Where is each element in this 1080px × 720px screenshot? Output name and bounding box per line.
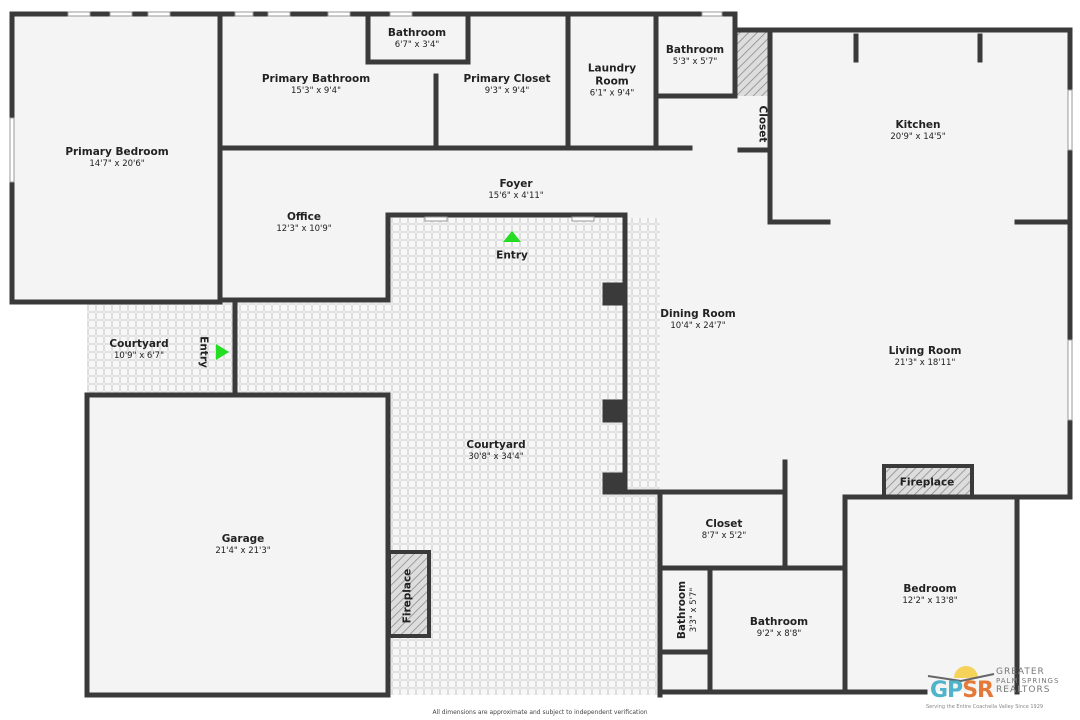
walls	[9, 11, 1073, 698]
entry-label-side: Entry	[197, 336, 210, 368]
windows	[9, 11, 1073, 421]
disclaimer: All dimensions are approximate and subje…	[432, 709, 648, 716]
fireplace-living-hatch	[882, 464, 974, 499]
logo-tagline: Serving the Entire Coachella Valley Sinc…	[926, 704, 1044, 710]
chimney-hatch	[737, 32, 770, 96]
logo-mark: GPSR	[930, 678, 994, 703]
fireplace-label-courtyard: Fireplace	[401, 568, 414, 624]
entry-label-main: Entry	[496, 249, 528, 262]
entry-marker-side	[216, 344, 229, 360]
entry-marker-main	[503, 231, 521, 242]
room-closet-top: Closet	[756, 105, 769, 143]
fireplace-label-living: Fireplace	[899, 476, 955, 489]
fireplace-courtyard-hatch	[387, 550, 431, 638]
sun-icon	[927, 666, 995, 683]
